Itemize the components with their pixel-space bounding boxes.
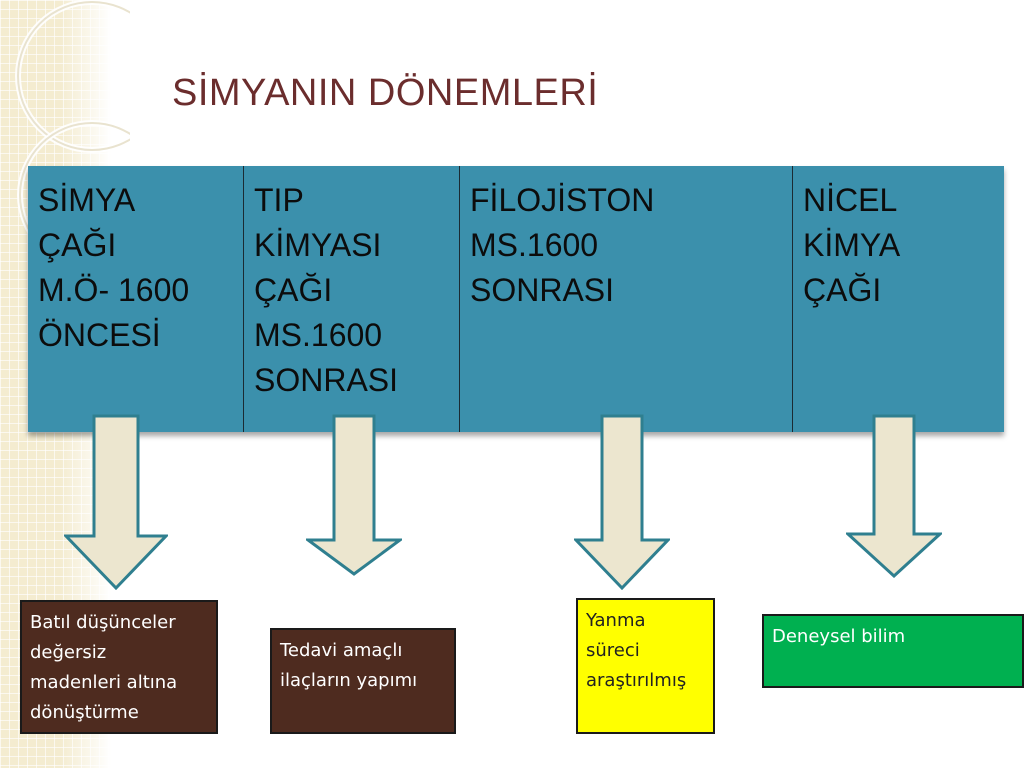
down-arrow-3 — [574, 414, 670, 590]
description-box-tip-kimyasi: Tedavi amaçlı ilaçların yapımı — [270, 628, 456, 734]
description-box-nicel-kimya: Deneysel bilim — [762, 614, 1024, 688]
description-box-filojiston: Yanma süreci araştırılmış — [576, 598, 715, 734]
page-title: SİMYANIN DÖNEMLERİ — [172, 72, 599, 114]
description-box-simya: Batıl düşünceler değersiz madenleri altı… — [20, 600, 218, 734]
down-arrow-1 — [64, 414, 168, 590]
periods-table: SİMYA ÇAĞI M.Ö- 1600 ÖNCESİ TIP KİMYASI … — [28, 166, 1004, 432]
down-arrow-4 — [846, 414, 942, 578]
period-cell-nicel-kimya: NİCEL KİMYA ÇAĞI — [803, 182, 901, 308]
period-cell-simya: SİMYA ÇAĞI M.Ö- 1600 ÖNCESİ — [28, 166, 244, 432]
down-arrow-2 — [306, 414, 402, 576]
period-cell-filojiston: FİLOJİSTON MS.1600 SONRASI — [460, 166, 793, 432]
period-cell-tip-kimyasi: TIP KİMYASI ÇAĞI MS.1600 SONRASI — [244, 166, 460, 432]
